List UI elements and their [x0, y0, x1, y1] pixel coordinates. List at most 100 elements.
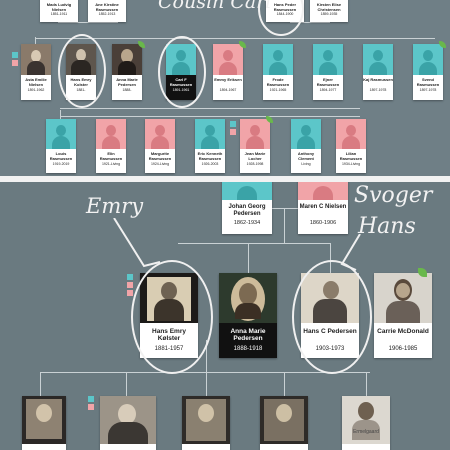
hint-leaf-icon[interactable]	[439, 41, 446, 48]
person-photo	[182, 396, 230, 444]
person-card[interactable]: Kirsten Elise Christensen 1859-1935	[310, 0, 348, 22]
person-silhouette-icon	[250, 125, 260, 136]
person-dates: 1862-1934	[233, 220, 261, 226]
person-silhouette-icon	[56, 125, 66, 136]
person-photo-placeholder	[263, 44, 293, 75]
person-card[interactable]	[260, 396, 308, 450]
highlight-ellipse	[292, 260, 372, 374]
person-card[interactable]: Asta Emilie Nielsen 1891-1962	[21, 44, 51, 100]
person-card[interactable]: Eric Kenneth Rasmussen 1926-2003	[195, 119, 225, 173]
person-card[interactable]: Elin Rasmussen 1921-Living	[96, 119, 126, 173]
highlight-ellipse	[58, 34, 106, 108]
person-card[interactable]: Maren C Nielsen 1860-1906	[298, 182, 348, 234]
hint-leaf-icon[interactable]	[239, 41, 246, 48]
person-card-selected[interactable]: Anna Marie Pedersen 1888-1918	[219, 273, 277, 358]
person-card[interactable]: Ane Kirstine Rasmussen 1852-1913	[88, 0, 126, 22]
person-name: Johan Georg Pedersen	[228, 204, 266, 217]
person-name: Anna Marie Pedersen	[230, 328, 266, 343]
relationship-chip-icon[interactable]	[127, 282, 133, 288]
person-card[interactable]: Jean Marie Locher 1928-1998	[240, 119, 270, 173]
person-card[interactable]	[100, 396, 156, 450]
person-card[interactable]: Johan Georg Pedersen 1862-1934	[222, 182, 272, 234]
person-dates: 1906-1985	[388, 346, 418, 352]
person-photo-placeholder	[240, 119, 270, 149]
tree-panel-bottom: Johan Georg Pedersen 1862-1934 Maren C N…	[0, 182, 450, 450]
person-card[interactable]: Margurite Rasmussen 1924-Living	[145, 119, 175, 173]
hint-leaf-icon[interactable]	[418, 268, 427, 277]
connector	[178, 243, 284, 244]
person-photo-placeholder	[363, 44, 393, 75]
person-card[interactable]: Carrie McDonald 1906-1985	[374, 273, 432, 358]
person-photo-placeholder	[298, 182, 348, 200]
person-name: Louis Rasmussen	[49, 151, 73, 161]
relationship-chip-icon[interactable]	[230, 129, 236, 135]
person-dates: 1921-Living	[101, 162, 121, 166]
connector	[58, 22, 118, 23]
person-photo-placeholder	[46, 119, 76, 149]
person-name: Kirsten Elise Christensen	[316, 2, 342, 12]
person-name: Carrie McDonald	[377, 328, 429, 335]
person-card[interactable]	[22, 396, 66, 450]
tree-panel-top: Mads Ludvig Nielsen 1851-1911 Ane Kirsti…	[0, 0, 450, 176]
person-name: Eric Kenneth Rasmussen	[197, 151, 223, 161]
person-card[interactable]: Lilian Rasmussen 1934-Living	[336, 119, 366, 173]
connector	[366, 372, 367, 396]
person-photo-placeholder	[313, 44, 343, 75]
person-card[interactable]: Kaj Rasmussen 1897-1978	[363, 44, 393, 100]
annotation-callout-lines	[340, 234, 361, 271]
person-name: Svend Rasmussen	[416, 77, 440, 87]
connector	[284, 372, 285, 396]
person-name: Margurite Rasmussen	[148, 151, 172, 161]
connector	[40, 372, 41, 396]
person-card[interactable]: Emmy Eriksen 1894-1967	[213, 44, 243, 100]
relationship-chip-icon[interactable]	[12, 60, 18, 66]
relationship-chip-icon[interactable]	[127, 290, 133, 296]
person-dates: 1891-1962	[27, 88, 45, 92]
person-name: Jean Marie Locher	[244, 151, 266, 161]
relationship-chip-icon[interactable]	[12, 52, 18, 58]
person-name: Elin Rasmussen	[99, 151, 123, 161]
person-dates: 1860-1906	[309, 220, 337, 226]
person-card[interactable]: Ermelgaard	[342, 396, 390, 450]
person-silhouette-icon	[106, 125, 116, 136]
person-dates: 1894-1977	[319, 88, 337, 92]
person-silhouette-icon	[301, 125, 311, 136]
person-dates: 1934-Living	[341, 162, 361, 166]
highlight-ellipse	[131, 260, 213, 374]
person-photo	[100, 396, 156, 444]
person-photo-placeholder	[213, 44, 243, 75]
person-dates: 1859-1935	[320, 12, 338, 16]
connector	[35, 37, 36, 44]
person-dates: 1888-1918	[233, 346, 263, 352]
person-dates: Living	[301, 162, 311, 166]
person-card[interactable]: Svend Rasmussen 1897-1978	[413, 44, 443, 100]
person-photo	[112, 44, 142, 75]
person-photo	[22, 396, 66, 444]
hint-leaf-icon[interactable]	[266, 116, 273, 123]
person-card[interactable]: Frode Rasmussen 1921-1965	[263, 44, 293, 100]
person-name: Emmy Eriksen	[214, 77, 242, 82]
person-photo-placeholder	[222, 182, 272, 200]
relationship-chip-icon[interactable]	[127, 274, 133, 280]
hint-leaf-icon[interactable]	[138, 41, 145, 48]
person-name: Maren C Nielsen	[299, 204, 347, 210]
person-photo-placeholder	[96, 119, 126, 149]
person-photo-placeholder	[413, 44, 443, 75]
person-dates: 1888-	[122, 88, 132, 92]
person-photo-placeholder	[291, 119, 321, 149]
person-silhouette-icon	[155, 125, 165, 136]
person-card[interactable]: Mads Ludvig Nielsen 1851-1911	[40, 0, 78, 22]
connector	[206, 372, 207, 396]
person-card[interactable]: Anna Marie Pedersen 1888-	[112, 44, 142, 100]
person-name: Anna Marie Pedersen	[116, 77, 138, 87]
person-dates: 1894-1967	[219, 88, 237, 92]
person-card[interactable]: Ejner Rasmussen 1894-1977	[313, 44, 343, 100]
person-card[interactable]	[182, 396, 230, 450]
relationship-chip-icon[interactable]	[88, 404, 94, 410]
person-card[interactable]: Louis Rasmussen 1919-2019	[46, 119, 76, 173]
relationship-chip-icon[interactable]	[88, 396, 94, 402]
connector	[284, 208, 285, 243]
relationship-chip-icon[interactable]	[230, 121, 236, 127]
person-card[interactable]: Anthony Clement Living	[291, 119, 321, 173]
person-name: Frode Rasmussen	[266, 77, 290, 87]
